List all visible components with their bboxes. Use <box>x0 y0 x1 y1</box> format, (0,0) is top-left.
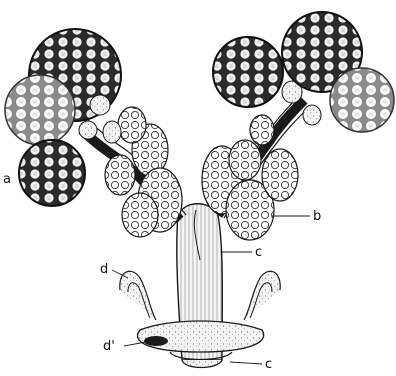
left-bubble-lobes <box>103 107 182 237</box>
left-spheres <box>5 29 121 206</box>
label-c: c <box>255 245 262 260</box>
label-c-lower: c <box>265 357 272 372</box>
label-d: d <box>100 262 108 277</box>
label-b: b <box>313 209 321 224</box>
label-a: a <box>3 172 11 187</box>
label-d-prime: d' <box>103 339 115 354</box>
